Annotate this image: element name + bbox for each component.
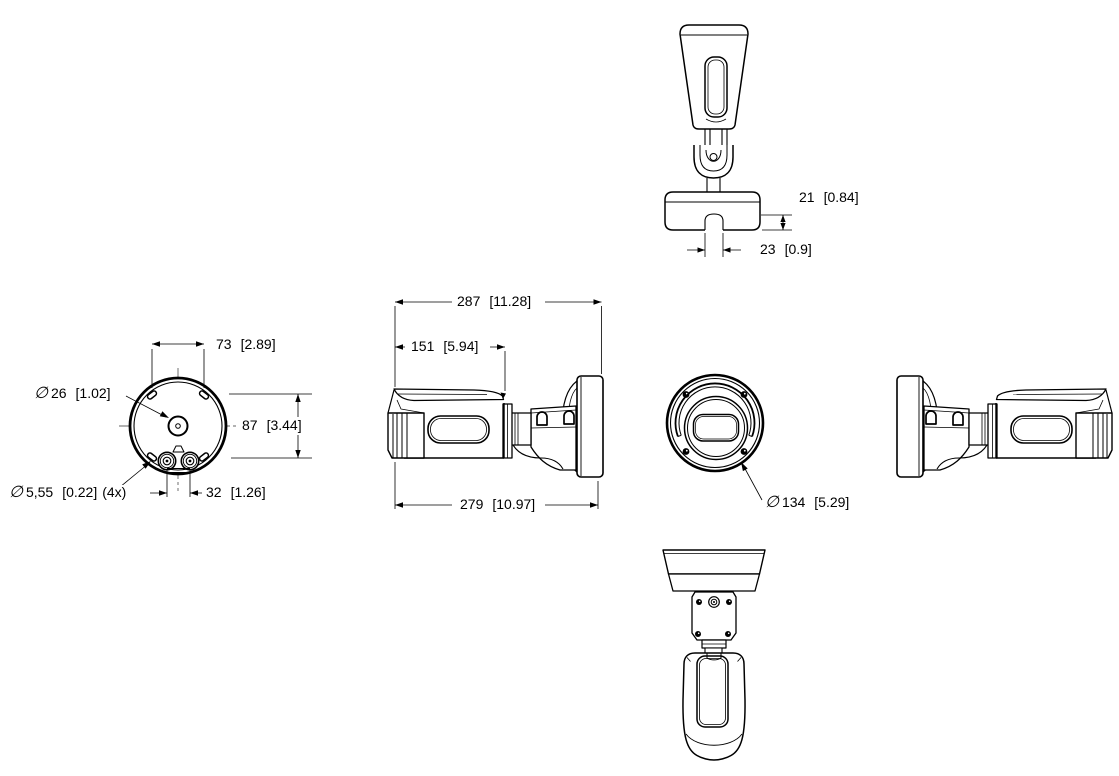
front-view-drawing <box>665 373 765 501</box>
dim-side-total-length: 287[11.28] <box>455 293 534 309</box>
mount-slots <box>146 390 210 462</box>
dim-backplate-gland-spacing: 32[1.26] <box>204 484 268 500</box>
back-plate-view-drawing <box>119 341 312 497</box>
diameter-symbol: ∅ <box>34 385 48 402</box>
top-view-drawing <box>664 24 792 257</box>
bracket-screws <box>695 596 732 637</box>
side-view-mirrored-drawing <box>896 375 1113 478</box>
dim-backplate-mount-hole-diameter: ∅5,55[0.22](4x) <box>7 484 129 501</box>
dim-backplate-hole-spacing-horizontal: 73[2.89] <box>214 336 278 352</box>
diameter-symbol: ∅ <box>765 494 779 511</box>
dim-top-base-height: 21[0.84] <box>797 189 861 205</box>
dim-side-sunshield-length: 151[5.94] <box>409 338 481 354</box>
face-screws <box>682 391 748 455</box>
side-view-dimensions <box>394 299 602 509</box>
dim-top-notch-width: 23[0.9] <box>758 241 814 257</box>
cable-glands <box>157 445 200 473</box>
dim-front-face-diameter: ∅134[5.29] <box>763 494 852 511</box>
bottom-view-drawing <box>662 549 766 761</box>
dim-backplate-center-hole-diameter: ∅26[1.02] <box>32 385 113 402</box>
diameter-symbol: ∅ <box>9 484 23 501</box>
dim-backplate-hole-spacing-vertical: 87[3.44] <box>240 417 304 433</box>
side-view-drawing <box>387 375 604 478</box>
dim-side-body-length: 279[10.97] <box>458 496 538 512</box>
